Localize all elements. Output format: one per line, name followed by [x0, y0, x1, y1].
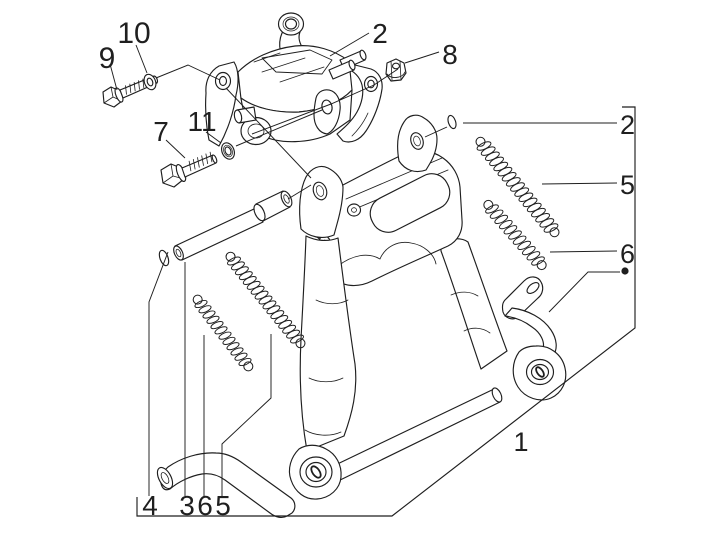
reference-bracket	[136, 106, 636, 517]
leader-lines	[109, 32, 636, 517]
bracket-left-plate	[205, 61, 239, 147]
leader-dot	[548, 271, 620, 313]
stand-right-ear	[397, 114, 438, 173]
callout-8: 8	[442, 39, 458, 70]
axis-nut-8	[251, 68, 399, 135]
leader-2-top	[329, 32, 370, 57]
position-dot	[621, 267, 629, 275]
stand-left-foot	[288, 444, 342, 500]
callout-1: 1	[513, 427, 528, 457]
callout-4-bottom: 4	[142, 490, 158, 521]
spring-short-left	[192, 294, 254, 372]
leader-10-axis	[155, 64, 221, 81]
leader-7	[165, 139, 186, 159]
axis-bracket-to-ear	[225, 87, 312, 179]
callout-10: 10	[117, 17, 150, 50]
spring-short-right	[483, 199, 547, 271]
leader-9	[109, 63, 118, 91]
center-stand	[156, 114, 567, 518]
spring-long-right	[475, 136, 560, 238]
callout-5-right: 5	[620, 170, 635, 200]
spring-long-left	[225, 251, 306, 349]
callout-3-bottom: 3	[179, 490, 195, 521]
mounting-bracket	[205, 12, 383, 147]
axis-bolt-7	[235, 109, 323, 147]
callout-11: 11	[187, 106, 216, 137]
leader-11	[205, 131, 222, 144]
leader-10	[135, 44, 148, 74]
stand-left-ear	[299, 165, 344, 238]
leader-5-right	[541, 182, 618, 185]
washer-11	[221, 142, 235, 160]
axis-ring-2	[424, 126, 448, 138]
axis-tube-to-ear	[287, 184, 312, 200]
ring-2	[447, 114, 457, 130]
callout-6-bottom: 6	[197, 490, 213, 521]
callout-9: 9	[99, 42, 116, 75]
stand-right-foot	[512, 345, 567, 401]
callout-labels: 9 10 2 8 7 11 2 5 6 1 4 3 6 5	[99, 17, 635, 521]
ring-4	[158, 249, 170, 267]
pivot-tube-3	[173, 190, 293, 261]
stand-left-leg	[299, 235, 357, 452]
callout-5-bottom: 5	[215, 490, 231, 521]
callout-6-right: 6	[620, 239, 635, 269]
callout-2-right: 2	[620, 110, 635, 140]
bracket-pin	[233, 106, 257, 124]
leader-5-bottom	[221, 334, 272, 496]
stand-right-leg	[440, 238, 508, 370]
stand-kick-lever	[156, 452, 296, 518]
leader-4	[148, 251, 169, 496]
leader-6-right	[549, 250, 618, 253]
bolt-7	[160, 151, 218, 188]
bracket-studs	[328, 49, 367, 80]
washer-10	[143, 73, 157, 91]
callout-2-top: 2	[372, 18, 388, 49]
leader-8	[404, 51, 440, 64]
callout-7: 7	[153, 116, 169, 147]
